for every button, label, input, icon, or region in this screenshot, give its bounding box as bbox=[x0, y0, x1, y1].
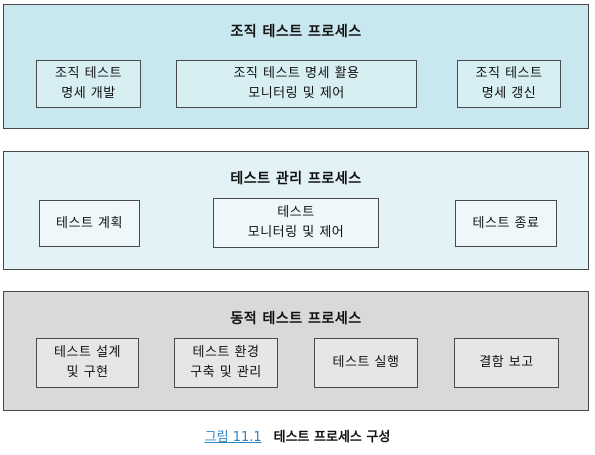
box-line-1: 조직 테스트 bbox=[55, 66, 122, 81]
box-line-1: 테스트 실행 bbox=[332, 355, 400, 370]
org-spec-update-box: 조직 테스트 명세 갱신 bbox=[457, 60, 561, 108]
test-completion-box: 테스트 종료 bbox=[455, 200, 557, 247]
box-line-2: 모니터링 및 제어 bbox=[247, 225, 345, 240]
test-planning-box: 테스트 계획 bbox=[39, 200, 140, 247]
figure-caption-text: 테스트 프로세스 구성 bbox=[273, 430, 391, 445]
test-environment-box: 테스트 환경 구축 및 관리 bbox=[174, 338, 278, 388]
dynamic-test-process-band: 동적 테스트 프로세스 테스트 설계 및 구현 테스트 환경 구축 및 관리 테… bbox=[3, 291, 589, 411]
band-title: 조직 테스트 프로세스 bbox=[230, 24, 362, 40]
figure-number: 그림 11.1 bbox=[204, 430, 262, 445]
box-line-1: 결함 보고 bbox=[479, 355, 534, 370]
org-spec-development-box: 조직 테스트 명세 개발 bbox=[36, 60, 141, 108]
box-line-2: 모니터링 및 제어 bbox=[248, 86, 345, 101]
box-line-1: 조직 테스트 bbox=[475, 66, 543, 81]
box-line-1: 테스트 설계 bbox=[54, 345, 121, 360]
box-line-2: 구축 및 관리 bbox=[190, 365, 262, 380]
band-title: 테스트 관리 프로세스 bbox=[230, 171, 362, 187]
defect-report-box: 결함 보고 bbox=[454, 338, 559, 388]
test-execution-box: 테스트 실행 bbox=[314, 338, 418, 388]
test-management-process-band: 테스트 관리 프로세스 테스트 계획 테스트 모니터링 및 제어 테스트 종료 bbox=[3, 151, 589, 270]
box-line-1: 테스트 환경 bbox=[192, 345, 260, 360]
box-line-2: 명세 개발 bbox=[61, 86, 116, 101]
figure-caption: 그림 11.1 테스트 프로세스 구성 bbox=[0, 426, 595, 445]
box-line-1: 테스트 bbox=[277, 205, 315, 220]
test-design-implementation-box: 테스트 설계 및 구현 bbox=[36, 338, 139, 388]
organizational-test-process-band: 조직 테스트 프로세스 조직 테스트 명세 개발 조직 테스트 명세 활용 모니… bbox=[3, 4, 589, 129]
org-spec-monitoring-box: 조직 테스트 명세 활용 모니터링 및 제어 bbox=[176, 60, 417, 108]
box-line-1: 테스트 종료 bbox=[472, 215, 540, 231]
box-line-1: 조직 테스트 명세 활용 bbox=[233, 66, 360, 81]
box-line-1: 테스트 계획 bbox=[56, 215, 123, 231]
box-line-2: 명세 갱신 bbox=[481, 86, 537, 101]
test-monitoring-control-box: 테스트 모니터링 및 제어 bbox=[213, 198, 379, 248]
band-title: 동적 테스트 프로세스 bbox=[230, 311, 362, 327]
box-line-2: 및 구현 bbox=[66, 365, 109, 380]
